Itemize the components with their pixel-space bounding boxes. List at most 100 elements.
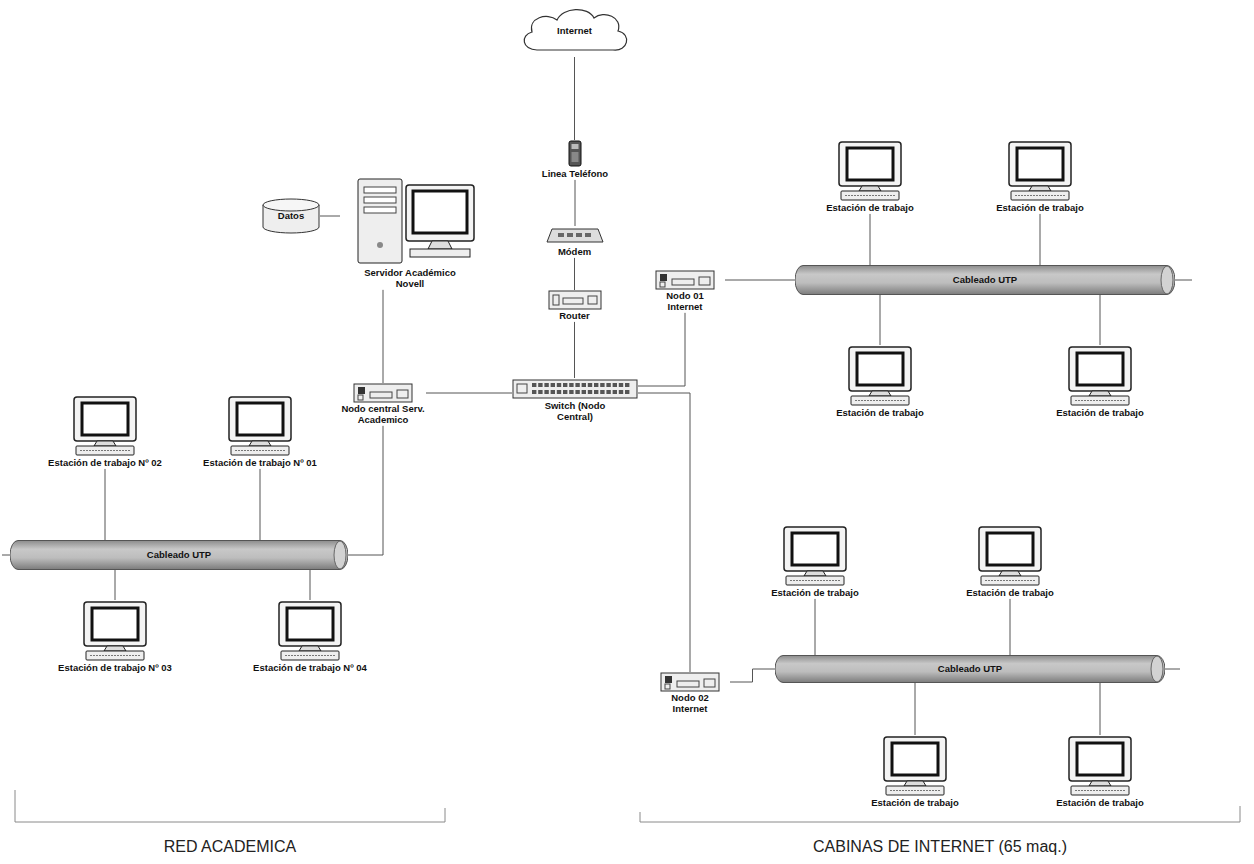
node-label: Nodo 02 Internet: [659, 693, 721, 715]
icon-part: [80, 450, 130, 451]
icon-part: [661, 673, 719, 691]
icon-part: [849, 347, 911, 391]
network-link: [426, 393, 512, 394]
icon-part: [839, 142, 901, 186]
node-label: Módem: [533, 247, 616, 258]
icon-part: [557, 383, 561, 387]
workstation: Estación de trabajo Nº 04: [250, 600, 370, 674]
workstation-icon: [1005, 140, 1075, 202]
server-node-icon: [340, 175, 480, 267]
hub-node-icon: [353, 383, 413, 403]
icon-part: [851, 396, 909, 405]
workstation: Estación de trabajo: [810, 140, 930, 214]
hub-node: Nodo 01 Internet: [645, 270, 725, 313]
icon-part: [588, 296, 597, 304]
icon-part: [575, 383, 579, 387]
group-title: RED ACADEMICA: [164, 838, 296, 856]
icon-part: [569, 141, 581, 166]
icon-part: [804, 571, 826, 576]
network-link: [105, 469, 106, 540]
node-label: Estación de trabajo: [951, 588, 1069, 599]
icon-part: [613, 390, 617, 394]
hub-node: Nodo central Serv. Academico: [340, 383, 426, 426]
network-link: [730, 669, 775, 682]
icon-part: [1069, 347, 1131, 391]
icon-part: [619, 383, 623, 387]
icon-part: [377, 242, 383, 248]
group-bracket: [15, 790, 445, 822]
icon-part: [999, 571, 1021, 576]
icon-part: [413, 191, 467, 233]
router-device: Router: [532, 290, 617, 322]
hub-node-icon: [660, 672, 720, 692]
icon-part: [397, 390, 408, 398]
workstation: Estación de trabajo: [950, 525, 1070, 599]
icon-part: [1089, 391, 1111, 396]
node-label: Linea Teléfono: [526, 169, 624, 180]
icon-part: [582, 390, 586, 394]
icon-part: [354, 384, 412, 402]
icon-part: [90, 655, 140, 656]
network-link: [574, 322, 575, 378]
icon-part: [795, 266, 1175, 295]
node-label: Estación de trabajo Nº 04: [251, 663, 369, 674]
icon-part: [981, 576, 1039, 585]
node-label: Nodo central Serv. Academico: [340, 404, 426, 426]
icon-part: [572, 152, 579, 162]
icon-part: [358, 395, 363, 400]
cable-end: [2, 555, 10, 556]
cable-end: [1175, 280, 1192, 281]
icon-part: [606, 383, 610, 387]
node-label: Servidor Académico Novell: [350, 268, 470, 290]
icon-part: [1075, 790, 1125, 791]
network-link: [638, 313, 685, 386]
icon-part: [665, 676, 672, 683]
icon-part: [987, 533, 1033, 565]
icon-part: [775, 656, 1165, 683]
icon-part: [1077, 353, 1123, 385]
icon-part: [625, 390, 629, 394]
icon-part: [231, 446, 289, 455]
network-link: [115, 570, 116, 600]
network-link: [1100, 683, 1101, 735]
network-link: [638, 393, 690, 672]
icon-part: [600, 390, 604, 394]
icon-part: [428, 241, 452, 249]
icon-part: [979, 527, 1041, 571]
icon-part: [845, 195, 895, 196]
icon-part: [563, 383, 567, 387]
icon-part: [985, 580, 1035, 581]
icon-part: [364, 187, 396, 193]
icon-part: [699, 277, 710, 285]
icon-part: [1069, 737, 1131, 781]
utp-cable-band: Cableado UTP: [775, 655, 1165, 683]
icon-part: [299, 646, 321, 651]
node-label: Router: [533, 311, 616, 322]
cloud-node: Internet: [517, 5, 632, 57]
node-label: Switch (Nodo Central): [530, 401, 620, 423]
node-label: Cableado UTP: [953, 275, 1017, 286]
icon-part: [1151, 656, 1163, 682]
group-title: CABINAS DE INTERNET (65 maq.): [813, 838, 1067, 856]
utp-cable-band: Cableado UTP: [795, 265, 1175, 295]
icon-part: [76, 446, 134, 455]
icon-part: [600, 383, 604, 387]
icon-part: [547, 229, 603, 242]
icon-part: [572, 144, 579, 149]
icon-part: [1009, 142, 1071, 186]
icon-part: [86, 651, 144, 660]
icon-part: [74, 397, 136, 441]
network-link: [1010, 599, 1011, 655]
icon-part: [884, 737, 946, 781]
utp-cable-band: Cableado UTP: [10, 540, 348, 570]
icon-part: [538, 383, 542, 387]
network-link: [574, 57, 575, 140]
icon-part: [857, 353, 903, 385]
icon-part: [594, 390, 598, 394]
icon-part: [625, 383, 629, 387]
icon-part: [538, 390, 542, 394]
icon-part: [370, 392, 392, 398]
modem-device: Módem: [532, 226, 617, 258]
switch-node: Switch (Nodo Central): [512, 378, 638, 423]
